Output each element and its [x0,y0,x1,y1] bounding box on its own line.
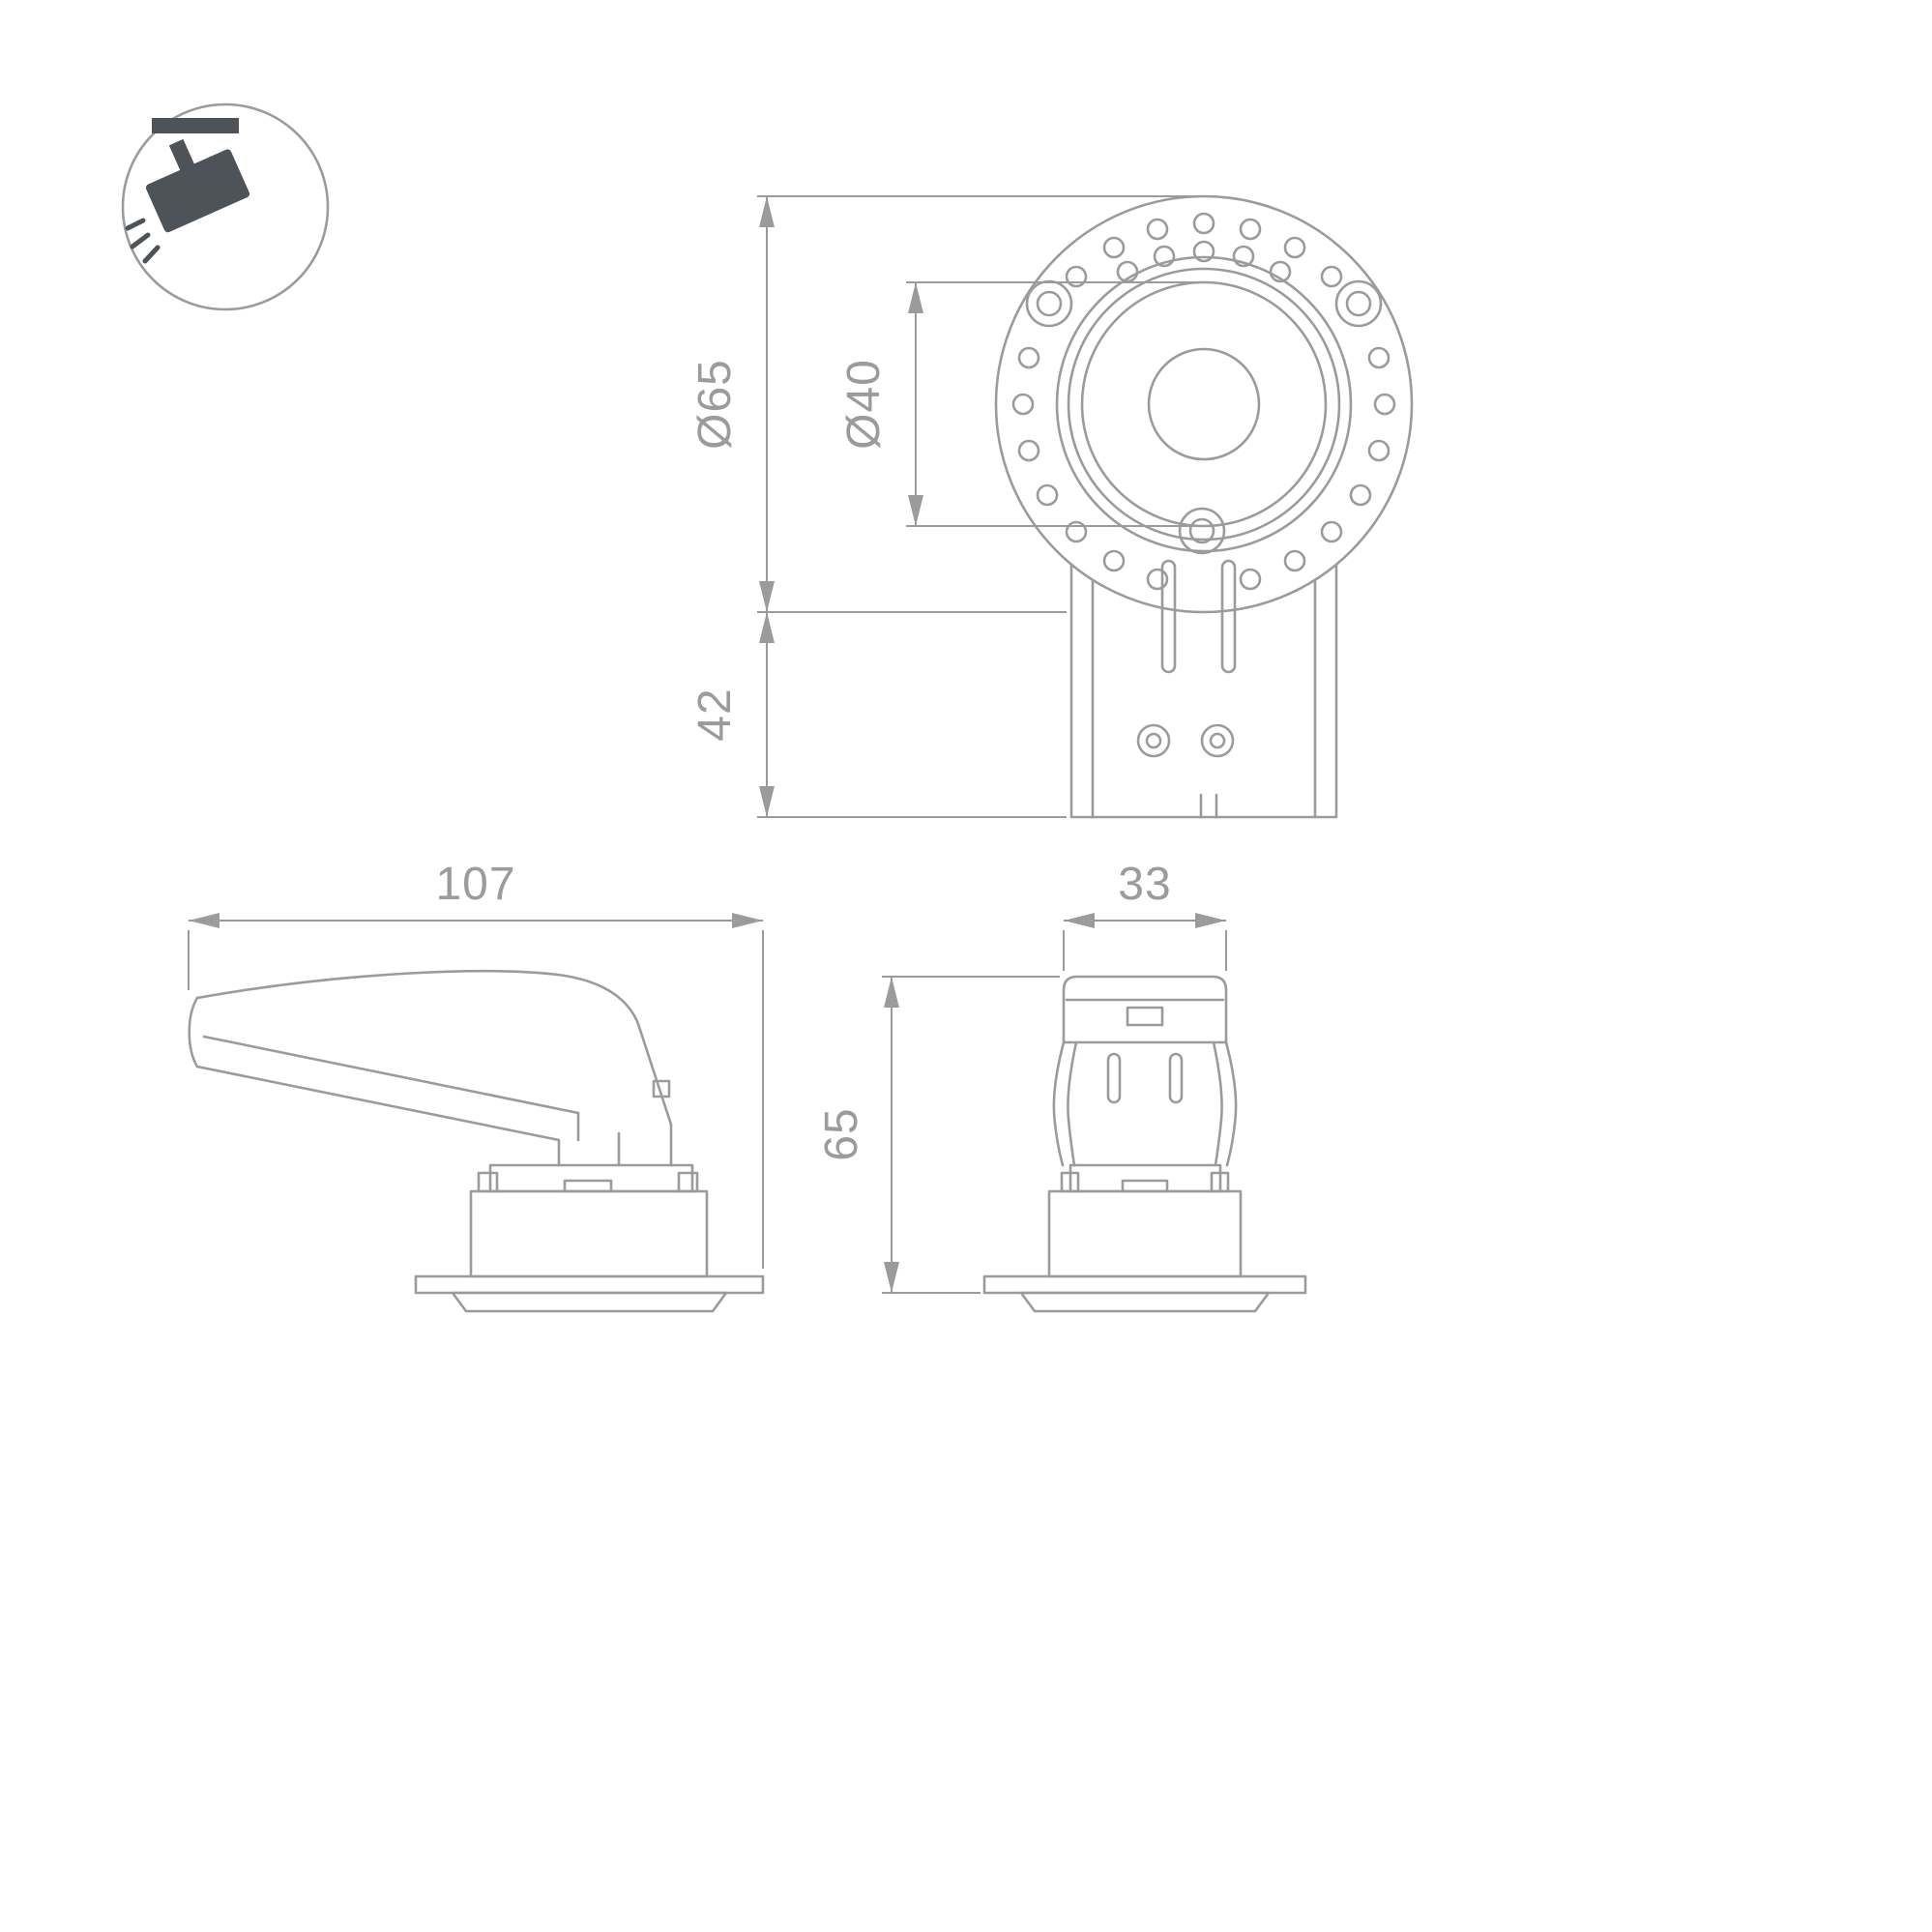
base-body [469,1189,709,1278]
plate-tab-right [677,1171,699,1193]
arrow-right [1195,913,1226,928]
arrow-down [884,1262,899,1293]
bracket-arm [1069,559,1338,819]
dim-bracket-depth: 42 [689,612,1067,818]
trim-ring-outer [1055,255,1353,553]
arrow-down [908,495,923,526]
trim-ring-inner [1067,267,1341,542]
arrow-up [759,612,775,643]
arrow-up [908,282,923,313]
light-rays-icon [125,218,161,264]
arrow-down [759,786,775,817]
head-clip-detail [652,1079,671,1098]
mounting-hole-ring [1011,212,1396,591]
arrow-up [759,196,775,227]
track-bar [152,118,239,133]
icon-circle [121,102,330,311]
top-view [994,194,1414,819]
fixing-hole-top-left [1025,279,1073,328]
bracket-screw-left [1136,723,1171,758]
recessed-base-side [414,1163,765,1313]
dim-width: 33 [1063,859,1227,971]
front-view [982,975,1307,1313]
recess-flange [414,1274,765,1295]
head-connector-detail [1126,1006,1164,1027]
front-slot-right [1168,1052,1184,1104]
lens-circle [1147,347,1261,461]
dim-inner-diameter: Ø40 [838,281,1206,527]
fixing-hole-top-right [1334,279,1383,328]
plate-tab-center [563,1179,613,1193]
recess-flange [982,1274,1307,1295]
recessed-base-front [982,1163,1307,1313]
front-slot-left [1106,1052,1122,1104]
arrow-down [759,581,775,612]
bracket-screw-right [1200,723,1235,758]
inner-hole-arc [1116,240,1292,283]
dim-height: 65 [816,976,1060,1294]
spotlight-body [145,149,250,233]
inner-diameter-label: Ø40 [838,359,890,450]
spotlight-head-pictogram [145,138,250,233]
dim-length: 107 [188,859,764,1269]
spotlight-head-front [1052,975,1238,1167]
recess-trim-bottom [451,1291,728,1313]
base-plate [1068,1163,1222,1193]
plate-tab-center [1121,1179,1169,1193]
aperture-circle [1080,280,1328,528]
side-view [188,969,765,1313]
ceiling-track-spotlight-icon [121,102,330,311]
flange-outline [994,194,1414,614]
plate-tab-left [477,1171,499,1193]
arrow-right [732,913,763,928]
recess-trim-bottom [1019,1291,1271,1313]
bracket-depth-label: 42 [689,688,741,741]
arrow-up [884,977,899,1008]
bracket-slot-left [1160,559,1177,674]
fixing-hole-bottom [1178,507,1226,555]
outer-diameter-label: Ø65 [689,359,741,450]
bracket-slot-right [1220,559,1237,674]
height-label: 65 [816,1107,867,1160]
base-body [1047,1189,1243,1278]
arrow-left [189,913,220,928]
arrow-left [1064,913,1095,928]
spotlight-head-side [188,969,673,1167]
dim-outer-diameter: Ø65 [689,195,1206,613]
width-label: 33 [1118,859,1171,910]
length-label: 107 [435,859,515,910]
base-plate [488,1163,694,1193]
